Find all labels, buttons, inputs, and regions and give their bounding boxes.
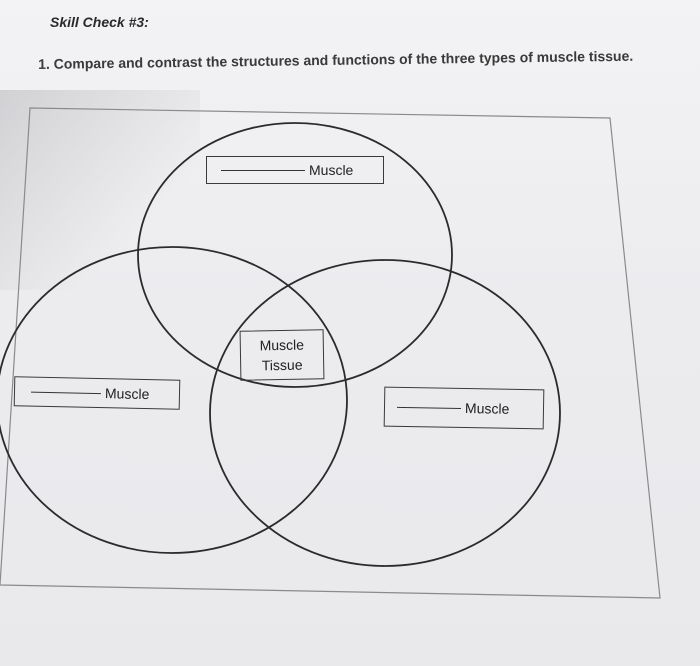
- venn-circle-right: [209, 259, 561, 567]
- center-label-line1: Muscle: [259, 336, 305, 354]
- left-circle-label: Muscle: [104, 385, 150, 403]
- blank-line[interactable]: [397, 406, 462, 409]
- venn-circle-top: [137, 122, 453, 388]
- center-label-box: Muscle Tissue: [239, 329, 325, 381]
- top-circle-label-box[interactable]: Muscle: [206, 156, 384, 184]
- top-circle-label: Muscle: [309, 162, 354, 178]
- diagram-frame: [0, 107, 661, 599]
- right-circle-label-box[interactable]: Muscle: [383, 386, 545, 430]
- venn-circle-left: [0, 246, 348, 554]
- worksheet-heading: Skill Check #3:: [50, 14, 149, 30]
- blank-line[interactable]: [31, 391, 102, 394]
- left-circle-label-box[interactable]: Muscle: [13, 376, 181, 410]
- center-label-line2: Tissue: [261, 356, 303, 374]
- right-circle-label: Muscle: [464, 400, 510, 417]
- blank-line[interactable]: [221, 169, 305, 171]
